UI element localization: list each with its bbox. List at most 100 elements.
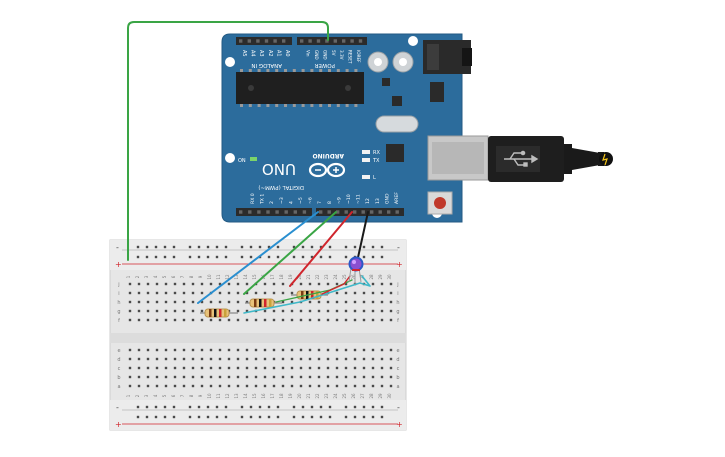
rail-hole[interactable] <box>371 245 375 249</box>
terminal-hole[interactable] <box>164 366 168 370</box>
terminal-hole[interactable] <box>380 300 384 304</box>
terminal-hole[interactable] <box>128 384 132 388</box>
terminal-hole[interactable] <box>362 384 366 388</box>
terminal-hole[interactable] <box>155 384 159 388</box>
terminal-hole[interactable] <box>389 291 393 295</box>
terminal-hole[interactable] <box>137 309 141 313</box>
terminal-hole[interactable] <box>353 375 357 379</box>
terminal-hole[interactable] <box>290 384 294 388</box>
rail-hole[interactable] <box>267 245 271 249</box>
wire-black-gnd[interactable] <box>356 211 369 263</box>
terminal-hole[interactable] <box>380 309 384 313</box>
terminal-hole[interactable] <box>371 300 375 304</box>
terminal-hole[interactable] <box>200 384 204 388</box>
terminal-hole[interactable] <box>308 357 312 361</box>
header-pin[interactable] <box>302 210 307 214</box>
rail-hole[interactable] <box>145 245 149 249</box>
terminal-hole[interactable] <box>290 366 294 370</box>
terminal-hole[interactable] <box>227 348 231 352</box>
rail-hole[interactable] <box>249 405 253 409</box>
terminal-hole[interactable] <box>236 309 240 313</box>
rail-hole[interactable] <box>163 245 167 249</box>
terminal-hole[interactable] <box>335 318 339 322</box>
wire-green-pin10[interactable] <box>243 211 337 295</box>
terminal-hole[interactable] <box>344 348 348 352</box>
terminal-hole[interactable] <box>281 357 285 361</box>
power-header[interactable] <box>297 37 367 45</box>
terminal-hole[interactable] <box>362 291 366 295</box>
terminal-hole[interactable] <box>236 348 240 352</box>
header-pin[interactable] <box>319 210 323 214</box>
terminal-hole[interactable] <box>380 348 384 352</box>
terminal-hole[interactable] <box>389 384 393 388</box>
rail-hole[interactable] <box>215 245 219 249</box>
rail-hole[interactable] <box>344 405 348 409</box>
rail-hole[interactable] <box>276 415 280 419</box>
terminal-hole[interactable] <box>137 357 141 361</box>
terminal-hole[interactable] <box>146 300 150 304</box>
rail-hole[interactable] <box>172 245 176 249</box>
terminal-hole[interactable] <box>128 375 132 379</box>
rail-hole[interactable] <box>310 245 314 249</box>
terminal-hole[interactable] <box>362 366 366 370</box>
terminal-hole[interactable] <box>290 309 294 313</box>
terminal-hole[interactable] <box>191 309 195 313</box>
terminal-hole[interactable] <box>335 291 339 295</box>
terminal-hole[interactable] <box>272 318 276 322</box>
terminal-hole[interactable] <box>200 348 204 352</box>
terminal-hole[interactable] <box>191 348 195 352</box>
terminal-hole[interactable] <box>317 366 321 370</box>
terminal-hole[interactable] <box>317 348 321 352</box>
rail-hole[interactable] <box>240 405 244 409</box>
terminal-hole[interactable] <box>326 384 330 388</box>
terminal-hole[interactable] <box>191 291 195 295</box>
terminal-hole[interactable] <box>281 291 285 295</box>
header-pin[interactable] <box>316 39 321 43</box>
wire-cyan-led-leg[interactable] <box>243 275 371 314</box>
terminal-hole[interactable] <box>218 291 222 295</box>
terminal-hole[interactable] <box>227 375 231 379</box>
rail-hole[interactable] <box>172 415 176 419</box>
terminal-hole[interactable] <box>236 300 240 304</box>
rail-hole[interactable] <box>276 255 280 259</box>
header-pin[interactable] <box>325 39 329 43</box>
terminal-hole[interactable] <box>326 357 330 361</box>
terminal-hole[interactable] <box>182 384 186 388</box>
terminal-hole[interactable] <box>227 291 231 295</box>
rail-hole[interactable] <box>292 245 296 249</box>
rail-hole[interactable] <box>197 415 201 419</box>
terminal-hole[interactable] <box>182 348 186 352</box>
wire-green-5v[interactable] <box>127 21 329 261</box>
terminal-hole[interactable] <box>299 357 303 361</box>
terminal-hole[interactable] <box>290 291 294 295</box>
header-pin[interactable] <box>344 210 348 214</box>
wire-red-pin11[interactable] <box>289 211 353 287</box>
terminal-hole[interactable] <box>335 384 339 388</box>
terminal-hole[interactable] <box>155 375 159 379</box>
header-pin[interactable] <box>378 210 382 214</box>
rail-hole[interactable] <box>380 255 384 259</box>
rail-hole[interactable] <box>163 405 167 409</box>
terminal-hole[interactable] <box>389 282 393 286</box>
terminal-hole[interactable] <box>254 375 258 379</box>
terminal-hole[interactable] <box>173 300 177 304</box>
terminal-hole[interactable] <box>146 384 150 388</box>
header-pin[interactable] <box>282 39 286 43</box>
terminal-hole[interactable] <box>146 375 150 379</box>
terminal-hole[interactable] <box>281 348 285 352</box>
terminal-hole[interactable] <box>200 366 204 370</box>
terminal-hole[interactable] <box>227 318 231 322</box>
rail-hole[interactable] <box>197 405 201 409</box>
terminal-hole[interactable] <box>218 318 222 322</box>
terminal-hole[interactable] <box>254 291 258 295</box>
terminal-hole[interactable] <box>353 300 357 304</box>
terminal-hole[interactable] <box>308 348 312 352</box>
header-pin[interactable] <box>273 39 277 43</box>
terminal-hole[interactable] <box>371 366 375 370</box>
terminal-hole[interactable] <box>245 291 249 295</box>
rail-hole[interactable] <box>258 415 262 419</box>
terminal-hole[interactable] <box>218 375 222 379</box>
terminal-hole[interactable] <box>263 366 267 370</box>
terminal-hole[interactable] <box>245 348 249 352</box>
terminal-hole[interactable] <box>299 309 303 313</box>
